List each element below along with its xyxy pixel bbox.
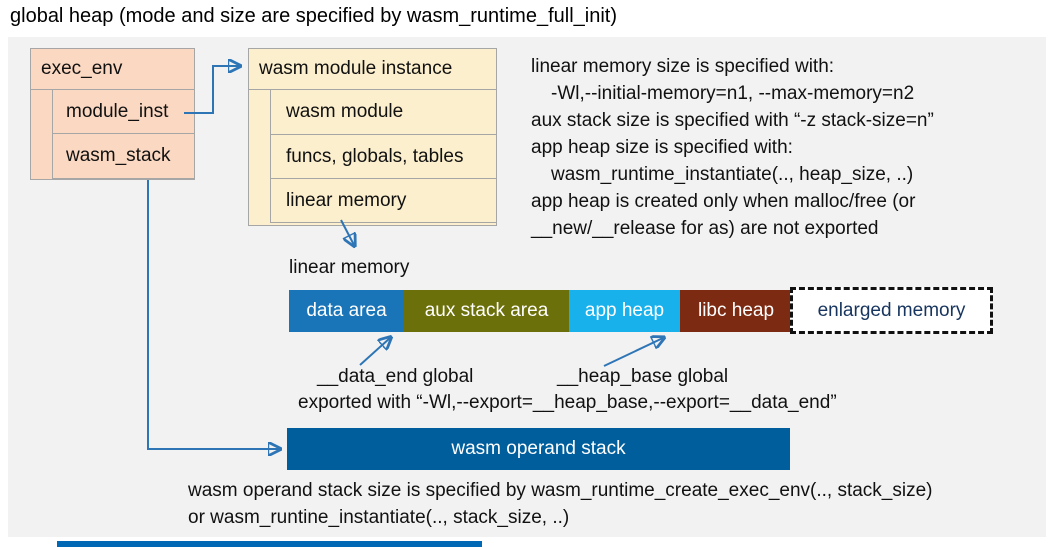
operand-stack-bar: wasm operand stack [287, 428, 790, 470]
linear-memory-label: linear memory [289, 257, 410, 278]
heap-base-label: __heap_base global [557, 366, 729, 387]
note-line: aux stack size is specified with “-z sta… [531, 110, 934, 131]
module-instance-header: wasm module instance [248, 48, 497, 90]
note-line: __new/__release for as) are not exported [531, 218, 879, 239]
funcs-globals-tables-row: funcs, globals, tables [270, 134, 497, 179]
note-line: -Wl,--initial-memory=n1, --max-memory=n2 [551, 83, 915, 104]
note-line: or wasm_runtine_instantiate(.., stack_si… [188, 507, 570, 528]
segment-aux-stack-area: aux stack area [404, 290, 569, 332]
note-line: linear memory size is specified with: [531, 56, 835, 77]
segment-app-heap: app heap [569, 290, 680, 332]
note-line: wasm_runtime_instantiate(.., heap_size, … [551, 164, 914, 185]
page-title: global heap (mode and size are specified… [10, 5, 617, 27]
data-end-label: __data_end global [317, 366, 474, 387]
wasm-module-row: wasm module [270, 89, 497, 135]
segment-data-area: data area [289, 290, 404, 332]
linear-memory-notes: linear memory size is specified with: -W… [531, 53, 934, 242]
linear-memory-row: linear memory [270, 178, 497, 223]
note-line: app heap size is specified with: [531, 137, 793, 158]
segment-enlarged-memory: enlarged memory [790, 287, 993, 334]
segment-libc-heap: libc heap [680, 290, 792, 332]
note-line: app heap is created only when malloc/fre… [531, 191, 916, 212]
wasm-stack-row: wasm_stack [52, 133, 195, 179]
bottom-accent-bar [57, 541, 482, 547]
module-inst-row: module_inst [52, 89, 195, 134]
note-line: wasm operand stack size is specified by … [188, 480, 933, 501]
exec-env-header: exec_env [30, 48, 195, 90]
exported-with-label: exported with “-Wl,--export=__heap_base,… [298, 392, 837, 413]
operand-stack-notes: wasm operand stack size is specified by … [188, 477, 933, 531]
